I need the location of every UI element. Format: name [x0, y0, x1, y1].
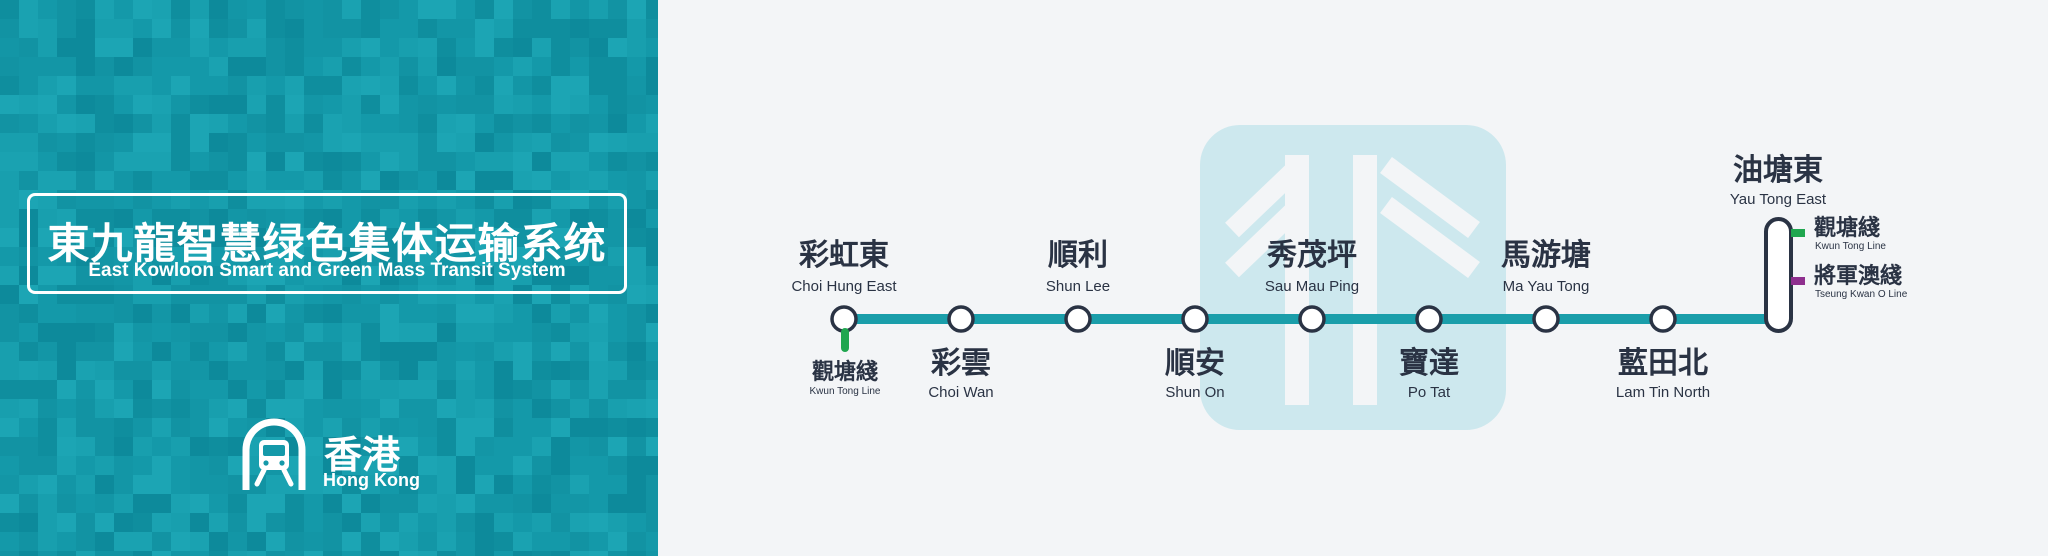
station-marker[interactable]	[1181, 305, 1209, 333]
transfer-choi-hung-east-en: Kwun Tong Line	[810, 386, 881, 397]
system-title-en: East Kowloon Smart and Green Mass Transi…	[88, 260, 566, 281]
title-panel: 東九龍智慧绿色集体运输系统 East Kowloon Smart and Gre…	[0, 0, 658, 556]
station-marker[interactable]	[1064, 305, 1092, 333]
station-label-cn: 藍田北	[1618, 346, 1708, 381]
kwun-tong-line-marker	[1791, 229, 1805, 237]
station-label-cn: 彩雲	[931, 346, 991, 381]
mosaic-background	[0, 0, 658, 556]
station-label-cn: 秀茂坪	[1266, 238, 1357, 273]
station-label-en: Choi Wan	[928, 384, 993, 401]
station-label-cn: 順安	[1165, 346, 1225, 381]
terminus-marker	[1764, 217, 1793, 333]
station-marker[interactable]	[1415, 305, 1443, 333]
station-label-en: Shun Lee	[1046, 278, 1110, 295]
station-label-en: Po Tat	[1408, 384, 1451, 401]
region-name-cn: 香港	[324, 433, 401, 477]
train-logo-icon	[242, 418, 306, 490]
transfer-kwun-tong-cn: 觀塘綫	[1814, 215, 1880, 241]
station-marker[interactable]	[1532, 305, 1560, 333]
station-label-en: Ma Yau Tong	[1503, 278, 1590, 295]
kwun-tong-line-marker-west	[841, 328, 849, 352]
terminus-label-en: Yau Tong East	[1730, 191, 1827, 208]
station-marker[interactable]	[1649, 305, 1677, 333]
system-title-cn: 東九龍智慧绿色集体运输系统	[47, 219, 607, 268]
transfer-tseung-kwan-o-en: Tseung Kwan O Line	[1815, 289, 1908, 300]
station-label-en: Shun On	[1165, 384, 1224, 401]
station-label-cn: 寶達	[1399, 346, 1459, 381]
station-label-cn: 順利	[1048, 238, 1108, 273]
station-label-en: Sau Mau Ping	[1265, 278, 1359, 295]
station-label-cn: 彩虹東	[799, 238, 889, 273]
title-box: 東九龍智慧绿色集体运输系统 East Kowloon Smart and Gre…	[27, 193, 627, 294]
watermark-logo	[1200, 125, 1506, 430]
station-label-en: Choi Hung East	[791, 278, 897, 295]
station-marker[interactable]	[1298, 305, 1326, 333]
station-marker[interactable]	[830, 305, 858, 333]
region-name-en: Hong Kong	[323, 470, 420, 490]
station-label-en: Lam Tin North	[1616, 384, 1710, 401]
transfer-kwun-tong-en: Kwun Tong Line	[1815, 241, 1886, 252]
terminus-label-cn: 油塘東	[1733, 153, 1823, 188]
transfer-choi-hung-east-cn: 觀塘綫	[812, 359, 878, 385]
transfer-tseung-kwan-o-cn: 將軍澳綫	[1814, 263, 1902, 289]
station-label-cn: 馬游塘	[1501, 238, 1591, 273]
station-marker[interactable]	[947, 305, 975, 333]
tseung-kwan-o-line-marker	[1791, 277, 1805, 285]
